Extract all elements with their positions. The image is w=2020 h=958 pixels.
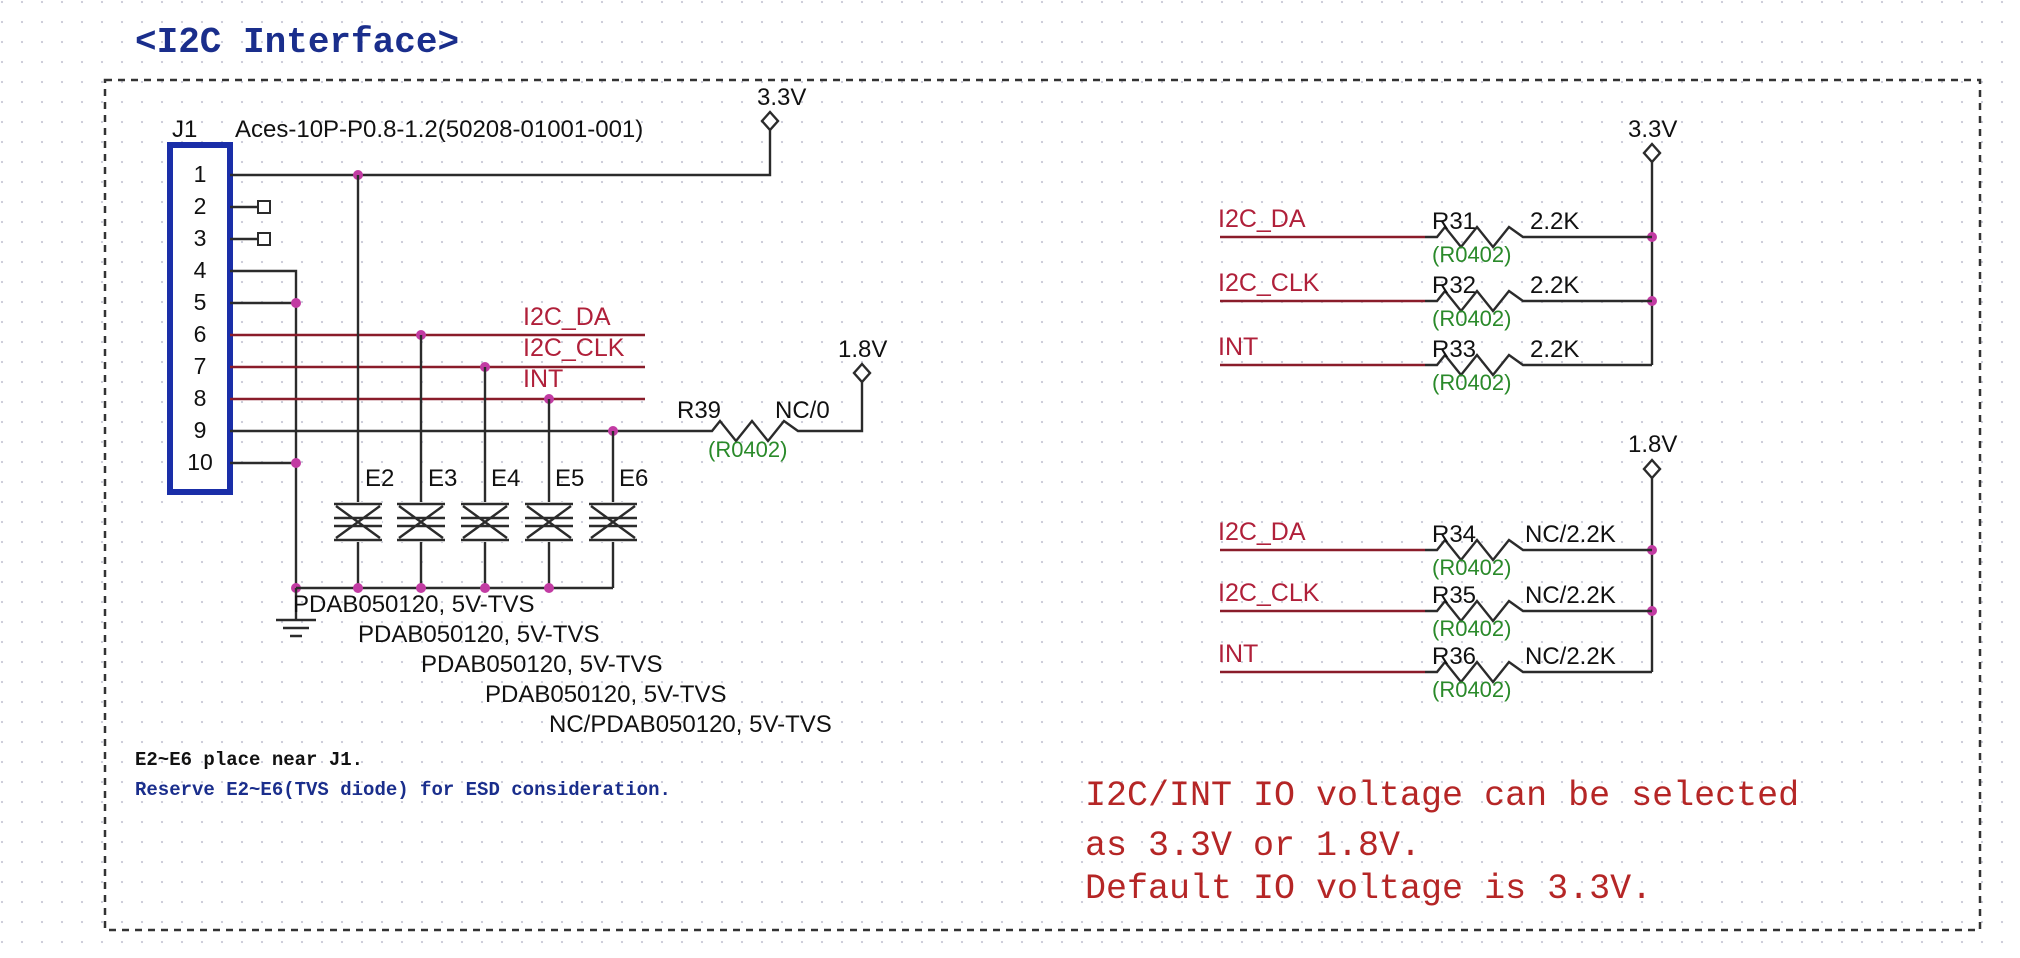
r35-value: NC/2.2K — [1525, 582, 1616, 609]
pin-label-3: 3 — [194, 225, 207, 251]
r32-signal: I2C_CLK — [1218, 269, 1320, 297]
connector-part: Aces-10P-P0.8-1.2(50208-01001-001) — [235, 116, 643, 143]
pin-label-4: 4 — [194, 257, 207, 283]
pin-label-8: 8 — [194, 385, 207, 411]
power-3v3-right: 3.3V — [1628, 116, 1677, 164]
r35-signal: I2C_CLK — [1218, 579, 1320, 607]
ground-bus — [230, 269, 316, 638]
pin-label-6: 6 — [194, 321, 207, 347]
r35-ref: R35 — [1432, 582, 1476, 609]
r33-value: 2.2K — [1530, 336, 1579, 363]
r34-package: (R0402) — [1432, 555, 1511, 580]
tvs-ref-e5: E5 — [555, 465, 584, 492]
resistor-r39: R39 NC/0 (R0402) — [677, 382, 864, 462]
r34-value: NC/2.2K — [1525, 521, 1616, 548]
pullup-r35: I2C_CLK R35 NC/2.2K (R0402) — [1218, 579, 1652, 641]
note-placement: E2~E6 place near J1. — [135, 749, 363, 771]
left-signal-int: INT — [523, 365, 563, 393]
pullup-r31: I2C_DA R31 2.2K (R0402) — [1218, 205, 1652, 267]
power-1v8-left-label: 1.8V — [838, 336, 887, 363]
voltage-note-line1: I2C/INT IO voltage can be selected — [1085, 776, 1799, 816]
tvs-part-e4: PDAB050120, 5V-TVS — [421, 651, 662, 678]
page-title: <I2C Interface> — [135, 22, 459, 63]
power-1v8-right: 1.8V — [1628, 431, 1677, 480]
voltage-note-line3: Default IO voltage is 3.3V. — [1085, 869, 1652, 909]
note-reserve-tvs: Reserve E2~E6(TVS diode) for ESD conside… — [135, 779, 671, 801]
pin-label-1: 1 — [194, 161, 207, 187]
left-signal-i2c-da: I2C_DA — [523, 303, 611, 331]
r33-signal: INT — [1218, 333, 1258, 361]
r31-package: (R0402) — [1432, 242, 1511, 267]
r36-package: (R0402) — [1432, 677, 1511, 702]
tvs-ref-e2: E2 — [365, 465, 394, 492]
tvs-ref-e4: E4 — [491, 465, 520, 492]
pullup-r33: INT R33 2.2K (R0402) — [1218, 333, 1652, 395]
tvs-diode-e2 — [334, 502, 382, 542]
tvs-diode-e5 — [525, 502, 573, 542]
pullup-r32: I2C_CLK R32 2.2K (R0402) — [1218, 269, 1652, 331]
pullup-r34: I2C_DA R34 NC/2.2K (R0402) — [1218, 518, 1652, 580]
power-3v3-right-label: 3.3V — [1628, 116, 1677, 143]
power-3v3-left: 3.3V — [757, 84, 806, 132]
r34-signal: I2C_DA — [1218, 518, 1306, 546]
tvs-diode-e6 — [589, 502, 637, 542]
connector-pins: 1 2 3 4 5 6 7 8 9 10 — [187, 161, 213, 475]
pin-label-10: 10 — [187, 449, 213, 475]
tvs-part-e2: PDAB050120, 5V-TVS — [293, 591, 534, 618]
r31-signal: I2C_DA — [1218, 205, 1306, 233]
power-1v8-right-label: 1.8V — [1628, 431, 1677, 458]
r31-ref: R31 — [1432, 208, 1476, 235]
r32-ref: R32 — [1432, 272, 1476, 299]
r32-value: 2.2K — [1530, 272, 1579, 299]
pin-label-9: 9 — [194, 417, 207, 443]
r33-package: (R0402) — [1432, 370, 1511, 395]
pin-label-5: 5 — [194, 289, 207, 315]
r33-ref: R33 — [1432, 336, 1476, 363]
connector-j1-body — [167, 142, 233, 495]
r32-package: (R0402) — [1432, 306, 1511, 331]
r36-ref: R36 — [1432, 643, 1476, 670]
tvs-ref-e3: E3 — [428, 465, 457, 492]
tvs-diode-e4 — [461, 502, 509, 542]
tvs-diode-e3 — [397, 502, 445, 542]
r36-value: NC/2.2K — [1525, 643, 1616, 670]
r36-signal: INT — [1218, 640, 1258, 668]
tvs-part-e3: PDAB050120, 5V-TVS — [358, 621, 599, 648]
r31-value: 2.2K — [1530, 208, 1579, 235]
pin2-3-no-connect — [230, 200, 271, 246]
tvs-ref-e6: E6 — [619, 465, 648, 492]
tvs-part-e5: PDAB050120, 5V-TVS — [485, 681, 726, 708]
r39-value: NC/0 — [775, 397, 830, 424]
power-3v3-left-label: 3.3V — [757, 84, 806, 111]
pin-label-2: 2 — [194, 193, 207, 219]
r39-package: (R0402) — [708, 437, 787, 462]
connector-ref: J1 — [172, 116, 197, 143]
pin-label-7: 7 — [194, 353, 207, 379]
r35-package: (R0402) — [1432, 616, 1511, 641]
left-signal-i2c-clk: I2C_CLK — [523, 334, 625, 362]
section-border — [103, 78, 1982, 932]
r34-ref: R34 — [1432, 521, 1476, 548]
pullup-r36: INT R36 NC/2.2K (R0402) — [1218, 640, 1652, 702]
r39-ref: R39 — [677, 397, 721, 424]
tvs-part-e6: NC/PDAB050120, 5V-TVS — [549, 711, 832, 738]
voltage-note-line2: as 3.3V or 1.8V. — [1085, 826, 1421, 866]
power-1v8-left: 1.8V — [838, 336, 887, 384]
